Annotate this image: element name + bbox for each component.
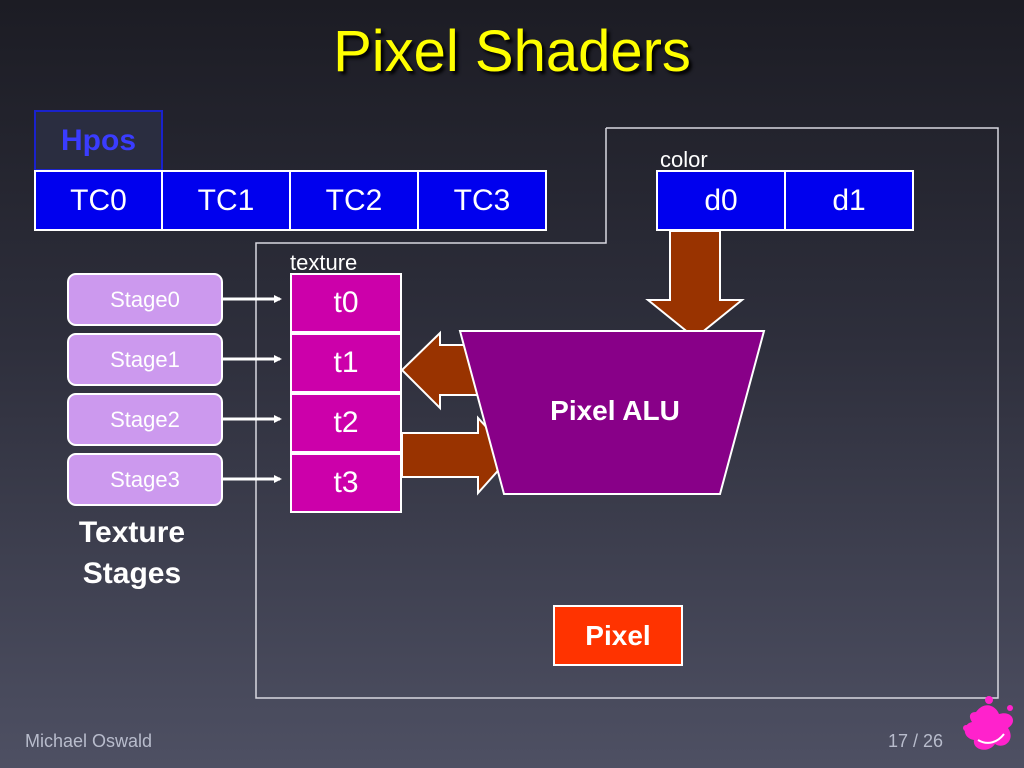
t3-register: t3 bbox=[290, 453, 402, 513]
footer-author: Michael Oswald bbox=[25, 731, 153, 751]
t1-register: t1 bbox=[290, 333, 402, 393]
page-title: Pixel Shaders bbox=[333, 19, 691, 84]
texture-stages-caption-line1: Texture bbox=[78, 516, 186, 549]
texture-stages-caption-line2: Stages bbox=[82, 557, 182, 590]
pixel-output-box: Pixel bbox=[553, 605, 683, 666]
color-down-arrow bbox=[645, 230, 745, 340]
texture-to-alu-arrow bbox=[401, 415, 514, 496]
tc0-register: TC0 bbox=[34, 170, 163, 231]
pixel-alu-shape bbox=[458, 330, 766, 495]
d1-register: d1 bbox=[784, 170, 914, 231]
color-label: color bbox=[660, 147, 708, 172]
t0-register: t0 bbox=[290, 273, 402, 333]
stage2-box: Stage2 bbox=[67, 393, 223, 446]
footer-page-number: 17 / 26 bbox=[888, 731, 944, 751]
splash-logo bbox=[963, 696, 1014, 750]
tc2-register: TC2 bbox=[289, 170, 419, 231]
pixel-alu-label: Pixel ALU bbox=[550, 395, 680, 426]
stage1-box: Stage1 bbox=[67, 333, 223, 386]
t2-register: t2 bbox=[290, 393, 402, 453]
texture-label: texture bbox=[290, 250, 358, 275]
tc1-register: TC1 bbox=[161, 170, 291, 231]
stage3-box: Stage3 bbox=[67, 453, 223, 506]
tc3-register: TC3 bbox=[417, 170, 547, 231]
hpos-register: Hpos bbox=[34, 110, 163, 171]
texture-stages-caption: Texture Stages bbox=[52, 512, 212, 594]
d0-register: d0 bbox=[656, 170, 786, 231]
stage0-box: Stage0 bbox=[67, 273, 223, 326]
